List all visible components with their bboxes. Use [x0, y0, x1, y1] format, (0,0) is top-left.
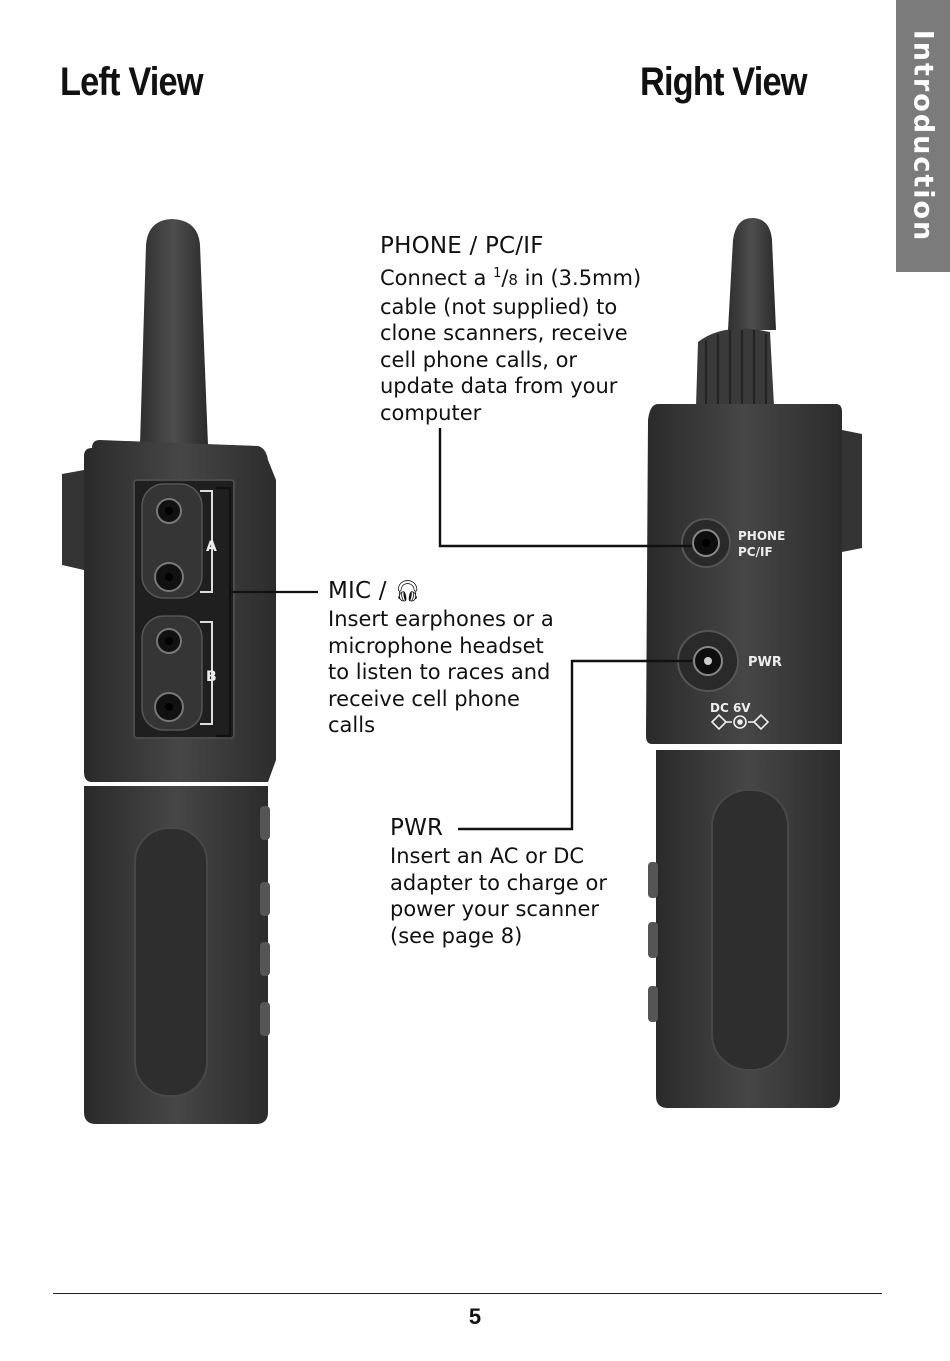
left-antenna [140, 219, 208, 445]
left-grip-pad [134, 827, 208, 1097]
right-device: PHONE PC/IF PWR DC 6V [646, 218, 862, 1108]
right-knob [696, 328, 774, 406]
dc-polarity-icon [710, 713, 770, 731]
right-view-heading: Right View [640, 60, 807, 104]
left-view-heading: Left View [60, 60, 204, 104]
page-number: 5 [468, 1304, 482, 1329]
pwr-leader-line [458, 659, 692, 831]
phone-callout-text: Connect a 1/8 in (3.5mm) cable (not supp… [380, 266, 642, 425]
pwr-callout-text: Insert an AC or DC adapter to charge or … [390, 844, 608, 948]
pwr-port-label: PWR [748, 655, 782, 670]
footer-divider [53, 1293, 882, 1294]
left-side-clip [62, 470, 84, 570]
phone-leader-line [438, 428, 692, 548]
pwr-callout-title: PWR [390, 815, 444, 841]
section-tab: Introduction [896, 0, 950, 272]
dc-voltage-label: DC 6V [710, 701, 751, 715]
pwr-callout: PWR Insert an AC or DC adapter to charge… [390, 815, 630, 949]
right-side-clip [842, 430, 862, 552]
port-group-letter-b: B [206, 669, 217, 685]
phone-port-label-1: PHONE [738, 529, 785, 543]
right-grip-pad [711, 789, 789, 1071]
right-antenna [728, 218, 776, 330]
phone-port-label-2: PC/IF [738, 545, 773, 559]
port-group-letter-a: A [206, 539, 217, 555]
mic-callout-text: Insert earphones or a microphone headset… [328, 607, 554, 737]
fraction-numerator: 1 [493, 266, 502, 281]
phone-callout-title: PHONE / PC/IF [380, 233, 544, 259]
left-device: A B [62, 219, 276, 1124]
mic-leader-bracket [216, 486, 318, 738]
headphone-icon: 🎧︎ [394, 579, 422, 603]
right-upper-body [646, 404, 842, 744]
mic-callout: MIC / 🎧︎ Insert earphones or a microphon… [328, 578, 558, 739]
fraction-denominator: 8 [508, 271, 518, 289]
phone-callout: PHONE / PC/IF Connect a 1/8 in (3.5mm) c… [380, 233, 650, 426]
mic-callout-title: MIC / 🎧︎ [328, 578, 422, 604]
